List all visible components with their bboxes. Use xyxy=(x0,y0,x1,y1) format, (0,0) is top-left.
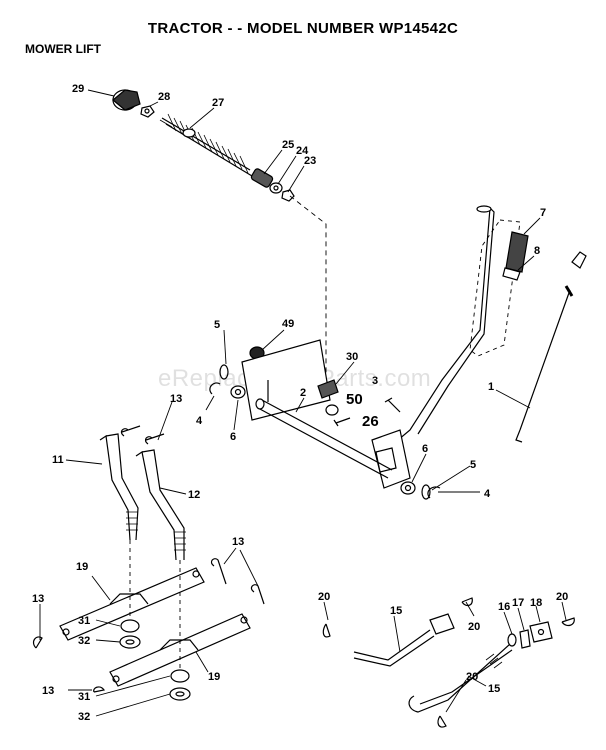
part-26-bolt[interactable] xyxy=(333,417,351,427)
alignment-line xyxy=(289,195,327,385)
callout-50: 50 xyxy=(346,391,363,408)
callout-31a: 31 xyxy=(78,615,90,627)
callout-5a: 5 xyxy=(214,319,220,331)
part-19-lift-arm-upper[interactable] xyxy=(59,567,205,641)
part-50-washer[interactable] xyxy=(325,404,339,416)
callout-28: 28 xyxy=(158,91,170,103)
callout-8: 8 xyxy=(534,245,540,257)
part-18-trunnion[interactable] xyxy=(529,621,553,643)
callout-11: 11 xyxy=(52,454,64,466)
callout-20d: 20 xyxy=(466,671,478,683)
callout-18: 18 xyxy=(530,597,542,609)
callout-5b: 5 xyxy=(470,459,476,471)
part-27-threaded-rod[interactable] xyxy=(159,113,253,177)
part-8-spring[interactable] xyxy=(502,267,521,281)
callout-20b: 20 xyxy=(468,621,480,633)
callout-15b: 15 xyxy=(488,683,500,695)
part-4-clip-left[interactable] xyxy=(209,382,221,395)
link-alignment-lines xyxy=(129,540,181,670)
mounting-bracket-plate xyxy=(241,339,331,421)
part-11-lift-link[interactable] xyxy=(99,433,139,541)
part-3-pin[interactable] xyxy=(384,397,401,413)
part-24-washer[interactable] xyxy=(269,182,283,194)
part-5-spring-left[interactable] xyxy=(219,364,229,380)
callout-20c: 20 xyxy=(556,591,568,603)
callout-32b: 32 xyxy=(78,711,90,723)
part-13-clips-upper[interactable] xyxy=(120,425,165,445)
callout-1: 1 xyxy=(488,381,494,393)
part-12-lift-link[interactable] xyxy=(135,449,186,561)
callout-3: 3 xyxy=(372,375,378,387)
callout-32a: 32 xyxy=(78,635,90,647)
callout-30: 30 xyxy=(346,351,358,363)
part-13-clips-lower[interactable] xyxy=(32,636,105,693)
part-7-handle-grip[interactable] xyxy=(505,231,529,273)
callout-31b: 31 xyxy=(78,691,90,703)
callout-13c: 13 xyxy=(32,593,44,605)
part-32-bushing-lower[interactable] xyxy=(169,687,191,701)
callout-25: 25 xyxy=(282,139,294,151)
part-1-release-rod[interactable] xyxy=(515,251,587,443)
callout-19b: 19 xyxy=(208,671,220,683)
section-subtitle: MOWER LIFT xyxy=(25,42,101,56)
callout-13d: 13 xyxy=(42,685,54,697)
callout-27: 27 xyxy=(212,97,224,109)
callout-17: 17 xyxy=(512,597,524,609)
callout-20a: 20 xyxy=(318,591,330,603)
callout-16: 16 xyxy=(498,601,510,613)
callout-49: 49 xyxy=(282,318,294,330)
part-31-bushing-lower[interactable] xyxy=(170,669,190,683)
callout-2: 2 xyxy=(300,387,306,399)
callout-26: 26 xyxy=(362,413,379,430)
callout-13a: 13 xyxy=(170,393,182,405)
part-17-nut[interactable] xyxy=(519,629,531,649)
part-28-nut[interactable] xyxy=(140,105,155,118)
callout-7: 7 xyxy=(540,207,546,219)
callout-13b: 13 xyxy=(232,536,244,548)
callout-4a: 4 xyxy=(196,415,203,427)
callout-29: 29 xyxy=(72,83,84,95)
part-32-bushing-upper[interactable] xyxy=(119,635,141,649)
part-15-rod-upper[interactable] xyxy=(353,613,455,667)
part-4-clip-right[interactable] xyxy=(427,486,441,499)
callout-15a: 15 xyxy=(390,605,402,617)
callout-4b: 4 xyxy=(484,488,491,500)
callout-19a: 19 xyxy=(76,561,88,573)
part-6-bushing-left[interactable] xyxy=(230,385,246,399)
callout-12: 12 xyxy=(188,489,200,501)
leader-lines xyxy=(39,89,567,717)
part-29-knob[interactable] xyxy=(112,89,141,111)
part-25-spring[interactable] xyxy=(250,168,274,188)
part-15-rod-lower[interactable] xyxy=(408,643,513,713)
callout-23: 23 xyxy=(304,155,316,167)
part-6-bushing-right[interactable] xyxy=(400,481,416,495)
page-title: TRACTOR - - MODEL NUMBER WP14542C xyxy=(147,20,459,37)
part-16-washer[interactable] xyxy=(507,633,517,647)
callout-6a: 6 xyxy=(230,431,236,443)
lift-handle-lever[interactable] xyxy=(371,205,495,489)
part-5-spring-right[interactable] xyxy=(421,484,431,500)
part-30-bushing[interactable] xyxy=(317,379,339,399)
part-31-bushing-upper[interactable] xyxy=(120,619,140,633)
callout-6b: 6 xyxy=(422,443,428,455)
callout-24: 24 xyxy=(296,145,309,157)
part-20-clips[interactable] xyxy=(322,597,575,728)
part-2-lift-shaft[interactable] xyxy=(255,398,393,479)
